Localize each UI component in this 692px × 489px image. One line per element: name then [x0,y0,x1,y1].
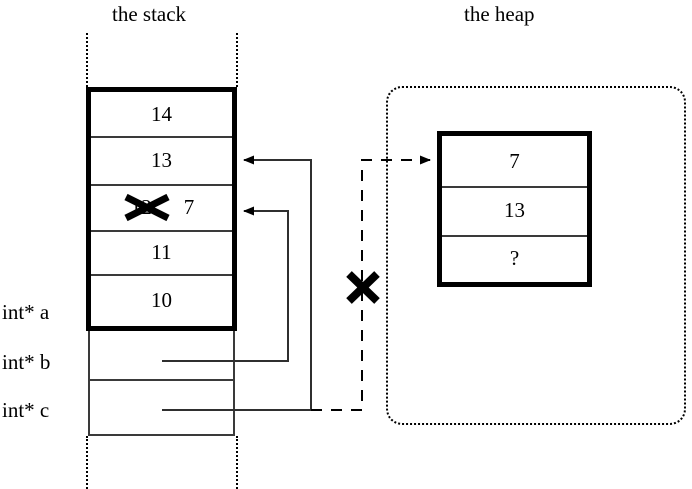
stack-cell-overwritten: 12 7 [91,184,232,230]
stack-title: the stack [112,2,187,26]
heap-block: 7 13 ? [437,131,592,287]
invalid-pointer-x-icon [346,271,380,304]
heap-cell-0-value: 7 [509,148,520,173]
stack-dead-divider [90,379,233,381]
heap-divider-1 [442,186,587,188]
stack-cell-13-value: 13 [151,147,172,172]
stack-dead-frame [88,331,235,436]
heap-cell-2-value: ? [509,246,520,270]
stack-cell-10-value: 10 [151,287,172,312]
stack-divider-1 [91,136,232,138]
stack-cell-old-value: 12 [130,194,152,219]
heap-divider-2 [442,235,587,237]
heap-title: the heap [464,2,535,26]
stack-divider-2 [91,184,232,186]
stack-rail-left-top [86,33,88,87]
stack-cell-10: 10 [91,274,232,326]
stack-cell-14-value: 14 [151,101,172,126]
stack-cell-old-value-wrap: 12 [124,193,170,221]
stack-rail-right-top [236,33,238,87]
stack-cell-11-value: 11 [151,239,172,264]
variable-label-a: int* a [2,300,50,324]
stack-rail-left-bottom [86,436,88,489]
stack-cell-11: 11 [91,230,232,274]
stack-live-frame: 14 13 12 7 11 10 [86,87,237,331]
stack-cell-new-value: 7 [183,194,195,219]
stack-divider-3 [91,230,232,232]
heap-cell-1-value: 13 [504,198,525,222]
stack-rail-right-bottom [236,436,238,489]
stack-cell-14: 14 [91,92,232,136]
heap-cell-1: 13 [442,186,587,235]
variable-label-b: int* b [2,350,51,374]
stack-divider-4 [91,274,232,276]
heap-cell-2: ? [442,235,587,282]
stack-cell-13: 13 [91,136,232,184]
heap-cell-0: 7 [442,136,587,186]
variable-label-c: int* c [2,398,50,422]
